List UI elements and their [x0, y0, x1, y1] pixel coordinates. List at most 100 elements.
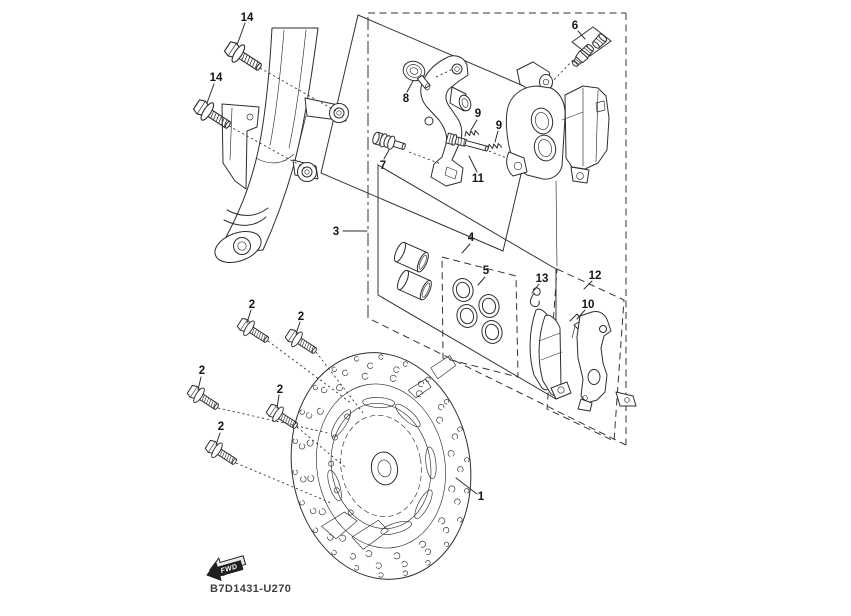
fork-joint-line — [255, 153, 295, 164]
callout-4: 4 — [468, 232, 475, 244]
holder-foot-hole — [624, 397, 630, 403]
caliper-bracket-group — [372, 55, 510, 187]
fork-axle-hole — [233, 237, 251, 255]
disc-center-hub — [370, 451, 399, 486]
fork-inner-line — [269, 29, 285, 146]
pad-holder-plate — [576, 311, 637, 412]
disc-drill-hole — [310, 507, 317, 514]
seal-ring — [452, 278, 474, 302]
banjo-hole — [542, 78, 550, 86]
disc-drill-hole — [378, 354, 384, 360]
disc-drill-hole — [306, 412, 313, 419]
holder-right-foot — [615, 391, 637, 407]
disc-drill-hole — [299, 409, 305, 415]
piston — [396, 269, 432, 301]
disc-drill-hole — [339, 534, 347, 542]
callout-12: 12 — [589, 270, 602, 282]
callout-2: 2 — [277, 384, 283, 396]
disc-drill-hole — [457, 466, 464, 473]
disc-drill-hole — [318, 508, 326, 516]
mount-web-line — [294, 115, 307, 161]
disc-drill-hole — [312, 384, 319, 391]
disc-drill-hole — [375, 562, 382, 569]
disc-drill-hole — [312, 527, 319, 533]
callout-2: 2 — [218, 421, 224, 433]
callout-2: 2 — [199, 365, 205, 377]
disc-drill-hole — [448, 485, 456, 493]
disc-drill-hole — [401, 560, 408, 568]
seal-ring — [481, 320, 503, 344]
callout-1: 1 — [478, 491, 485, 503]
disc-drill-hole — [454, 498, 461, 505]
disc-drill-hole — [402, 361, 409, 367]
disc-bolts-group — [186, 317, 317, 465]
callout-10: 10 — [582, 299, 595, 311]
fork-bolts-group — [192, 41, 262, 129]
callout-leaders — [197, 22, 593, 495]
bleed-screw-cap — [592, 33, 608, 49]
seal-kit-box — [441, 256, 519, 378]
disc-bolt-circle — [340, 414, 422, 518]
caliper-bracket-plate — [420, 55, 469, 187]
bushing-leader-dotted — [435, 68, 454, 78]
fwd-label: FWD — [220, 563, 238, 574]
disc-drill-hole — [443, 527, 450, 534]
bracket-mid-hole — [424, 116, 434, 126]
callout-11: 11 — [472, 173, 485, 185]
disc-drill-hole — [298, 443, 306, 450]
disc-drill-hole — [464, 457, 470, 463]
pad-tab-hole — [557, 386, 565, 394]
disc-mount-notch — [333, 487, 340, 494]
caliper-left-lug — [506, 151, 528, 177]
pad-pin — [445, 132, 489, 152]
disc-drill-hole — [365, 550, 373, 558]
disc-drill-hole — [292, 438, 298, 444]
disc-cutout — [351, 519, 389, 550]
disc-drill-hole — [306, 439, 314, 447]
disc-drill-hole — [299, 500, 305, 506]
disc-carrier-slot — [380, 520, 413, 535]
figure-code: B7D1431-U270 — [210, 583, 291, 595]
callout-2: 2 — [298, 311, 304, 323]
bracket-top-hole — [451, 63, 463, 75]
disc-drill-hole — [424, 548, 431, 555]
fork-seal-ring — [223, 216, 267, 226]
callout-9: 9 — [496, 120, 502, 132]
flange-bolt — [192, 99, 231, 129]
disc-carrier-slot — [327, 469, 342, 502]
disc-drill-hole — [361, 372, 369, 380]
disc-drill-hole — [353, 565, 360, 571]
disc-drill-hole — [389, 374, 397, 382]
disc-mount-notch — [344, 413, 351, 420]
brake-caliper — [505, 33, 610, 184]
disc-drill-hole — [300, 476, 307, 483]
disc-drill-hole — [292, 469, 298, 475]
flange-bolt — [284, 328, 317, 354]
disc-carrier-slot — [414, 489, 433, 519]
seal-ring — [478, 294, 500, 318]
disc-mount-notch — [347, 509, 354, 516]
disc-drill-hole — [378, 572, 384, 578]
piston — [393, 241, 429, 273]
bracket-boss-face — [458, 94, 472, 112]
caliper-mount-boss-lower — [297, 162, 317, 182]
fork-outer-tube — [216, 27, 319, 255]
fork-inner-line — [288, 29, 307, 149]
disc-drill-hole — [425, 560, 431, 566]
fender-stay-hole — [246, 113, 254, 121]
bracket-boss-bore — [461, 98, 469, 108]
disc-drill-hole — [307, 475, 315, 482]
disc-band-inner-edge — [316, 383, 446, 549]
caliper-window — [595, 100, 606, 113]
flange-bolt — [204, 439, 237, 465]
disc-cutout — [321, 511, 358, 540]
pad-pin-leader-dotted — [488, 150, 510, 160]
slide-bushing-boot — [402, 60, 431, 91]
fwd-arrow-icon: FWD — [206, 555, 247, 582]
callout-7: 7 — [380, 160, 386, 172]
fwd-arrow-front-face — [206, 560, 244, 582]
piston-seals — [452, 278, 503, 344]
disc-bolt-leaders — [217, 340, 364, 504]
flange-bolt — [223, 41, 262, 71]
